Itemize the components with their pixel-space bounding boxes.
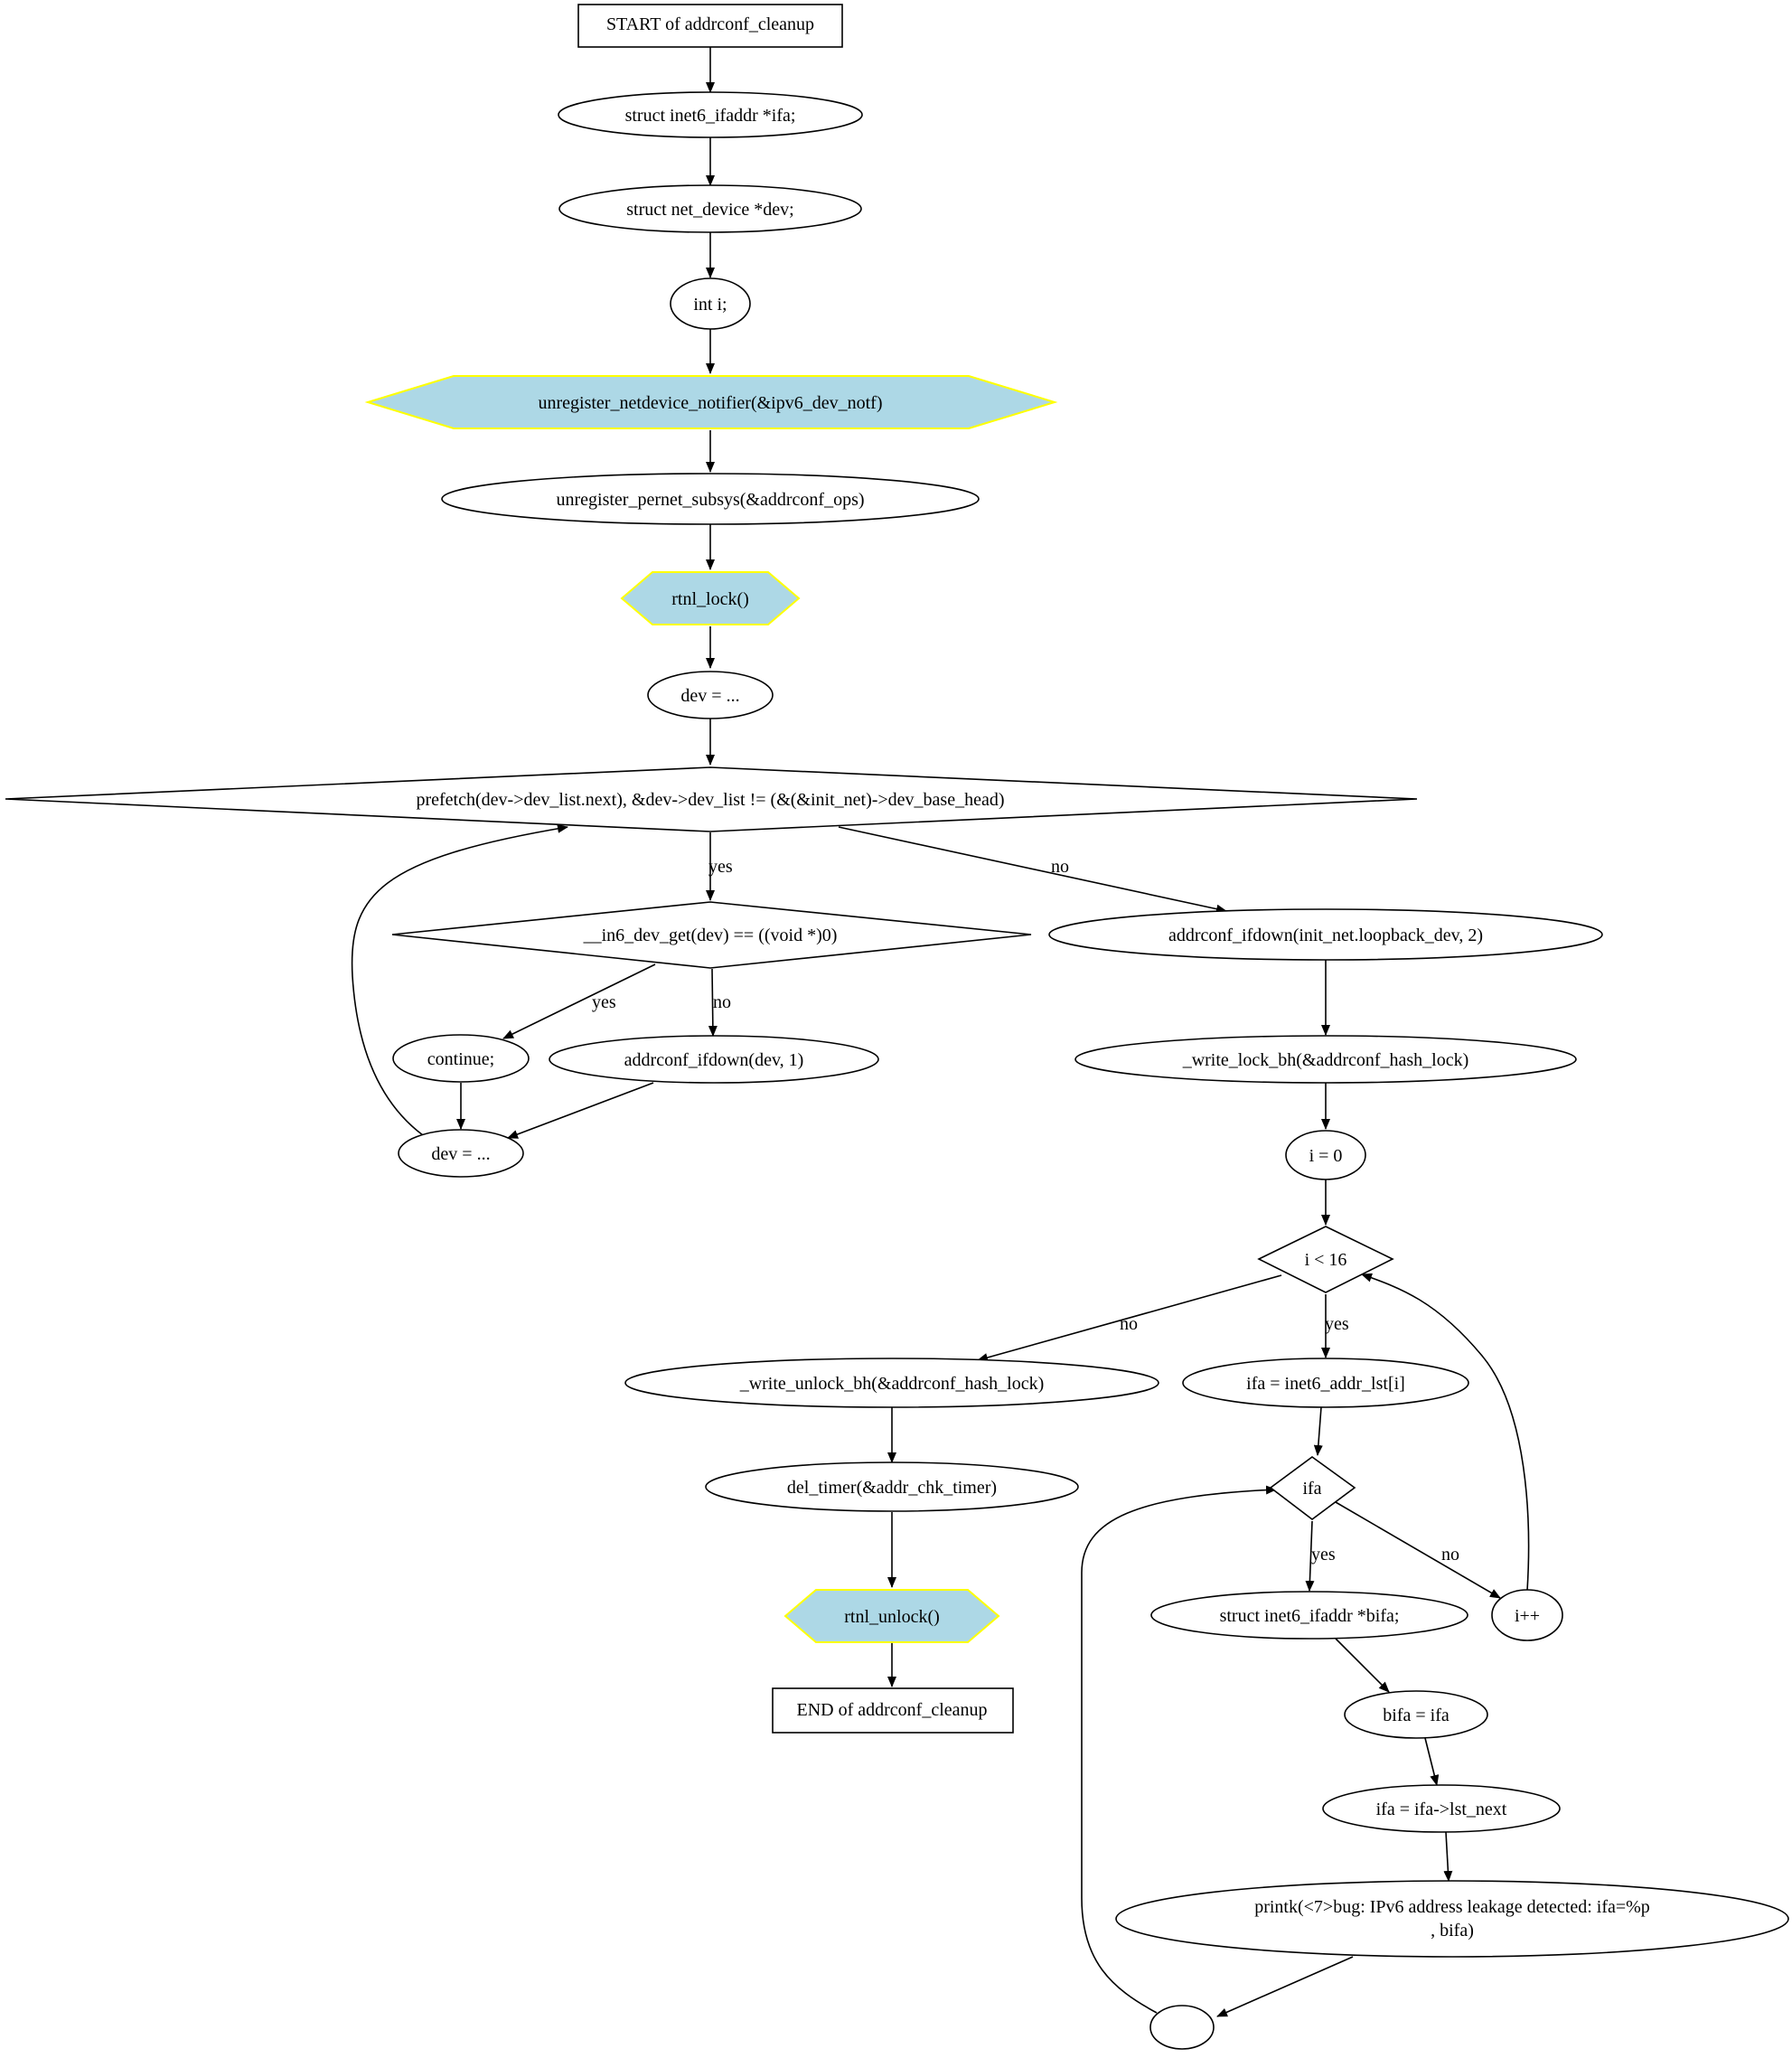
node-i-inc-label: i++	[1515, 1606, 1540, 1626]
node-del-timer: del_timer(&addr_chk_timer)	[705, 1461, 1079, 1512]
node-ifdown-loopback-label: addrconf_ifdown(init_net.loopback_dev, 2…	[1168, 926, 1483, 945]
node-in6-dev-cond-label: __in6_dev_get(dev) == ((void *)0)	[583, 926, 838, 945]
node-ifa-assign: ifa = inet6_addr_lst[i]	[1182, 1358, 1469, 1408]
node-dev-next-label: dev = ...	[431, 1144, 490, 1164]
node-join	[1149, 2005, 1215, 2050]
node-dev-init: dev = ...	[647, 671, 774, 719]
edge-in6-yes	[502, 963, 656, 1039]
node-write-lock-label: _write_lock_bh(&addrconf_hash_lock)	[1182, 1050, 1469, 1070]
edge-label-i-no: no	[1120, 1314, 1138, 1334]
node-rtnl-unlock-label: rtnl_unlock()	[844, 1607, 940, 1627]
node-del-timer-label: del_timer(&addr_chk_timer)	[787, 1478, 997, 1498]
edge-decl-bifa-to-bifa-assign	[1335, 1638, 1390, 1693]
node-rtnl-unlock: rtnl_unlock()	[783, 1589, 1000, 1643]
node-unregister-pernet: unregister_pernet_subsys(&addrconf_ops)	[441, 473, 980, 525]
node-ifdown-dev: addrconf_ifdown(dev, 1)	[549, 1035, 879, 1084]
node-decl-ifa: struct inet6_ifaddr *ifa;	[558, 91, 863, 138]
edge-ifdown-dev-to-dev-next	[507, 1082, 654, 1139]
node-printk-label-line1: printk(<7>bug: IPv6 address leakage dete…	[1254, 1897, 1650, 1917]
node-decl-i: int i;	[670, 277, 751, 330]
edge-ifa-no	[1335, 1501, 1501, 1599]
node-printk: printk(<7>bug: IPv6 address leakage dete…	[1115, 1880, 1789, 1958]
edge-ifa-yes	[1305, 1520, 1315, 1592]
node-in6-dev-cond: __in6_dev_get(dev) == ((void *)0)	[391, 901, 1032, 969]
node-ifa-cond-label: ifa	[1302, 1479, 1321, 1499]
edge-i-inc-back-to-i-cond	[1361, 1273, 1530, 1592]
node-decl-ifa-label: struct inet6_ifaddr *ifa;	[625, 106, 796, 126]
node-ifa-next: ifa = ifa->lst_next	[1322, 1784, 1561, 1833]
node-write-unlock-label: _write_unlock_bh(&addrconf_hash_lock)	[739, 1374, 1045, 1394]
node-unregister-pernet-label: unregister_pernet_subsys(&addrconf_ops)	[556, 490, 864, 510]
node-unregister-notifier: unregister_netdevice_notifier(&ipv6_dev_…	[364, 375, 1058, 429]
node-dev-next: dev = ...	[398, 1129, 524, 1178]
node-bifa-assign: bifa = ifa	[1344, 1690, 1488, 1739]
node-end-label: END of addrconf_cleanup	[796, 1700, 987, 1720]
node-rtnl-lock-label: rtnl_lock()	[671, 589, 749, 609]
node-i-init-label: i = 0	[1309, 1146, 1343, 1166]
node-i-inc: i++	[1491, 1589, 1563, 1641]
node-unregister-notifier-label: unregister_netdevice_notifier(&ipv6_dev_…	[539, 393, 883, 413]
edge-label-in6-yes: yes	[592, 992, 616, 1012]
node-printk-label-line2: , bifa)	[1431, 1921, 1474, 1941]
node-loop-cond: prefetch(dev->dev_list.next), &dev->dev_…	[5, 766, 1418, 832]
edge-label-ifa-no: no	[1441, 1545, 1459, 1565]
edge-loop-no	[838, 826, 1227, 914]
edge-label-loop-no: no	[1051, 857, 1069, 877]
node-loop-cond-label: prefetch(dev->dev_list.next), &dev->dev_…	[416, 790, 1004, 810]
node-ifa-assign-label: ifa = inet6_addr_lst[i]	[1246, 1374, 1405, 1394]
edge-ifa-next-to-printk	[1443, 1831, 1453, 1882]
node-write-lock: _write_lock_bh(&addrconf_hash_lock)	[1074, 1035, 1577, 1084]
node-decl-i-label: int i;	[693, 295, 727, 315]
node-ifdown-dev-label: addrconf_ifdown(dev, 1)	[624, 1050, 804, 1070]
node-rtnl-lock: rtnl_lock()	[620, 571, 801, 625]
edge-printk-to-join	[1216, 1956, 1354, 2017]
edge-label-i-yes: yes	[1325, 1314, 1349, 1334]
node-start: START of addrconf_cleanup	[577, 4, 843, 48]
node-continue-label: continue;	[427, 1049, 494, 1069]
node-decl-bifa: struct inet6_ifaddr *bifa;	[1150, 1591, 1468, 1640]
node-i-init: i = 0	[1285, 1130, 1366, 1180]
edge-i-no	[977, 1274, 1282, 1362]
edge-in6-no	[708, 968, 718, 1037]
node-bifa-assign-label: bifa = ifa	[1383, 1706, 1450, 1725]
node-ifa-next-label: ifa = ifa->lst_next	[1376, 1800, 1507, 1819]
node-decl-bifa-label: struct inet6_ifaddr *bifa;	[1220, 1606, 1400, 1626]
node-start-label: START of addrconf_cleanup	[606, 14, 814, 34]
edge-label-loop-yes: yes	[708, 857, 733, 877]
edge-join-back-to-ifa-cond	[1081, 1485, 1277, 2014]
node-i-cond-label: i < 16	[1305, 1250, 1347, 1270]
edge-ifa-assign-to-ifa-cond	[1313, 1406, 1323, 1456]
node-decl-dev-label: struct net_device *dev;	[626, 200, 794, 220]
node-decl-dev: struct net_device *dev;	[558, 184, 862, 233]
edge-dev-next-back-to-loop	[351, 823, 568, 1136]
edge-label-in6-no: no	[713, 992, 731, 1012]
node-ifdown-loopback: addrconf_ifdown(init_net.loopback_dev, 2…	[1048, 908, 1603, 961]
node-ifa-cond: ifa	[1269, 1456, 1356, 1521]
edge-label-ifa-yes: yes	[1311, 1545, 1336, 1565]
node-dev-init-label: dev = ...	[680, 686, 739, 706]
node-i-cond: i < 16	[1257, 1226, 1394, 1293]
node-continue: continue;	[392, 1034, 530, 1083]
node-end: END of addrconf_cleanup	[772, 1687, 1014, 1734]
edge-bifa-assign-to-ifa-next	[1424, 1737, 1440, 1786]
node-write-unlock: _write_unlock_bh(&addrconf_hash_lock)	[624, 1358, 1159, 1408]
